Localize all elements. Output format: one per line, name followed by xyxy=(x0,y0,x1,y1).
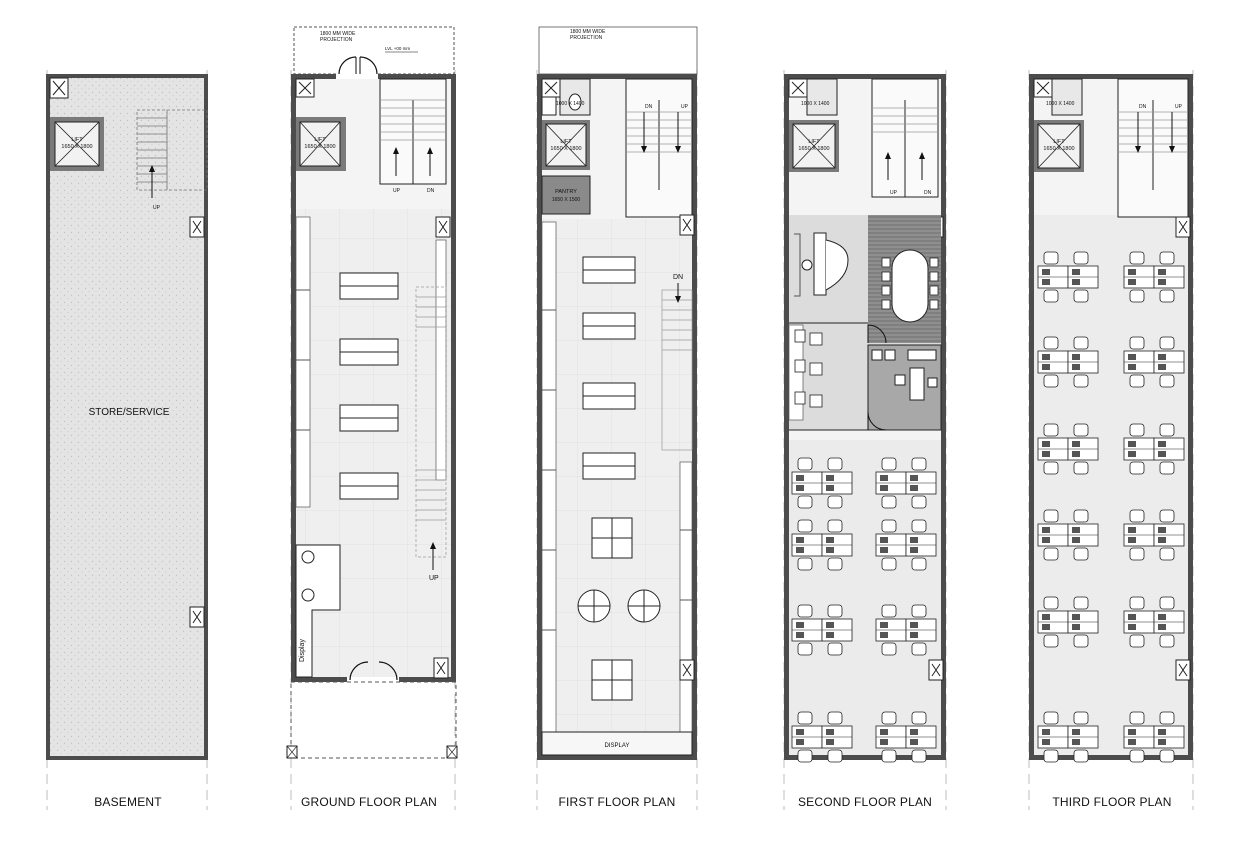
second-stair-dn: DN xyxy=(924,190,932,196)
second-toilet-size: 1000 X 1400 xyxy=(801,101,830,107)
workstation-cluster xyxy=(1037,509,1099,561)
workstation-cluster xyxy=(875,604,937,656)
second-stair: UP DN xyxy=(871,78,939,198)
workstation-cluster xyxy=(1037,423,1099,475)
third-lift-label: LIFT xyxy=(1053,139,1065,145)
ground-projection-line2: PROJECTION xyxy=(320,37,353,43)
third-stair-up: UP xyxy=(1175,104,1183,110)
second-conference-table xyxy=(891,249,929,323)
basement-lift-label: LIFT xyxy=(71,137,83,143)
third-toilet xyxy=(1051,78,1083,116)
workstation-cluster xyxy=(1037,711,1099,763)
workstation-cluster xyxy=(1123,251,1185,303)
second-workstations-small xyxy=(794,329,823,408)
ground-projection xyxy=(293,26,455,75)
first-pantry xyxy=(541,175,591,215)
basement-floor xyxy=(50,78,204,756)
ground-stair-dn: DN xyxy=(427,188,435,194)
caption-ground-floor: GROUND FLOOR PLAN xyxy=(300,795,438,809)
ground-ramp-up: UP xyxy=(429,575,439,582)
second-lift-size: 1650 X 1800 xyxy=(798,146,829,152)
basement-lift-size: 1650 X 1800 xyxy=(61,144,92,150)
second-floor-plan: 1000 X 1400 LIFT 1650 X 1800 UP DN xyxy=(784,74,946,763)
ground-display-tables xyxy=(339,272,399,500)
first-lift-size: 1650 X 1800 xyxy=(550,146,581,152)
third-lift-size: 1650 X 1800 xyxy=(1043,146,1074,152)
workstation-cluster xyxy=(1123,509,1185,561)
first-display-strip xyxy=(541,731,693,756)
workstation-cluster xyxy=(1037,336,1099,388)
ground-counter xyxy=(295,544,341,678)
ground-stair: UP DN xyxy=(379,78,447,194)
basement-room-label: STORE/SERVICE xyxy=(89,407,170,418)
first-pantry-label: PANTRY xyxy=(555,189,577,195)
first-display-label: DISPLAY xyxy=(605,743,630,749)
ground-projection-line1: 1800 MM WIDE xyxy=(320,31,356,37)
ground-floor-plan: 1800 MM WIDE PROJECTION LVL +00 mm LIFT … xyxy=(286,26,458,759)
caption-basement: BASEMENT xyxy=(94,795,162,809)
first-display-tables xyxy=(582,256,636,480)
ground-rear-door xyxy=(349,661,398,681)
third-stair: DN UP xyxy=(1117,78,1189,218)
first-ramp-dn: DN xyxy=(673,274,683,281)
ground-rear-projection xyxy=(290,681,457,759)
first-wall-shelving xyxy=(541,221,557,733)
caption-first-floor: FIRST FLOOR PLAN xyxy=(558,795,676,809)
first-ramp xyxy=(661,289,693,451)
ground-entrance-door xyxy=(338,56,378,75)
second-reception-desk xyxy=(813,232,827,296)
ground-wall-shelving xyxy=(295,216,311,508)
caption-third-floor: THIRD FLOOR PLAN xyxy=(1052,795,1172,809)
third-floor-plan: 1000 X 1400 LIFT 1650 X 1800 DN UP xyxy=(1029,74,1193,763)
first-stair-up: UP xyxy=(681,104,689,110)
workstation-cluster xyxy=(1123,596,1185,648)
workstation-cluster xyxy=(875,711,937,763)
third-stair-dn: DN xyxy=(1139,104,1147,110)
first-floor-plan: 1800 MM WIDE PROJECTION 1000 X 1400 LIFT… xyxy=(537,26,698,760)
third-toilet-size: 1000 X 1400 xyxy=(1046,101,1075,107)
ground-stair-up: UP xyxy=(393,188,401,194)
second-lift-label: LIFT xyxy=(808,139,820,145)
ground-ramp xyxy=(415,286,447,558)
third-workstation-clusters xyxy=(1037,251,1185,763)
workstation-cluster xyxy=(875,519,937,571)
second-workstation-clusters xyxy=(791,457,937,763)
first-pantry-size: 1650 X 1500 xyxy=(552,197,581,203)
second-stair-up: UP xyxy=(890,190,898,196)
basement-plan: LIFT 1650 X 1800 UP STORE/SERVICE xyxy=(46,74,208,760)
workstation-cluster xyxy=(1037,596,1099,648)
workstation-cluster xyxy=(791,457,853,509)
ground-lift-size: 1650 X 1800 xyxy=(304,144,335,150)
first-projection xyxy=(538,26,698,75)
workstation-cluster xyxy=(1123,711,1185,763)
workstation-cluster xyxy=(875,457,937,509)
workstation-cluster xyxy=(791,519,853,571)
first-toilet-size: 1000 X 1400 xyxy=(556,101,585,107)
first-lift-label: LIFT xyxy=(560,139,572,145)
ground-display-label: Display xyxy=(299,639,306,662)
second-toilet xyxy=(806,78,838,116)
workstation-cluster xyxy=(791,711,853,763)
workstation-cluster xyxy=(791,604,853,656)
caption-second-floor: SECOND FLOOR PLAN xyxy=(797,795,933,809)
workstation-cluster xyxy=(1123,336,1185,388)
first-stair: DN UP xyxy=(625,78,693,218)
workstation-cluster xyxy=(1037,251,1099,303)
first-projection-line1: 1800 MM WIDE xyxy=(570,29,606,35)
ground-level-mark: LVL +00 mm xyxy=(385,46,410,51)
ground-lift-label: LIFT xyxy=(314,137,326,143)
basement-stair-up: UP xyxy=(153,205,161,211)
first-stair-dn: DN xyxy=(645,104,653,110)
first-projection-line2: PROJECTION xyxy=(570,35,603,41)
workstation-cluster xyxy=(1123,423,1185,475)
